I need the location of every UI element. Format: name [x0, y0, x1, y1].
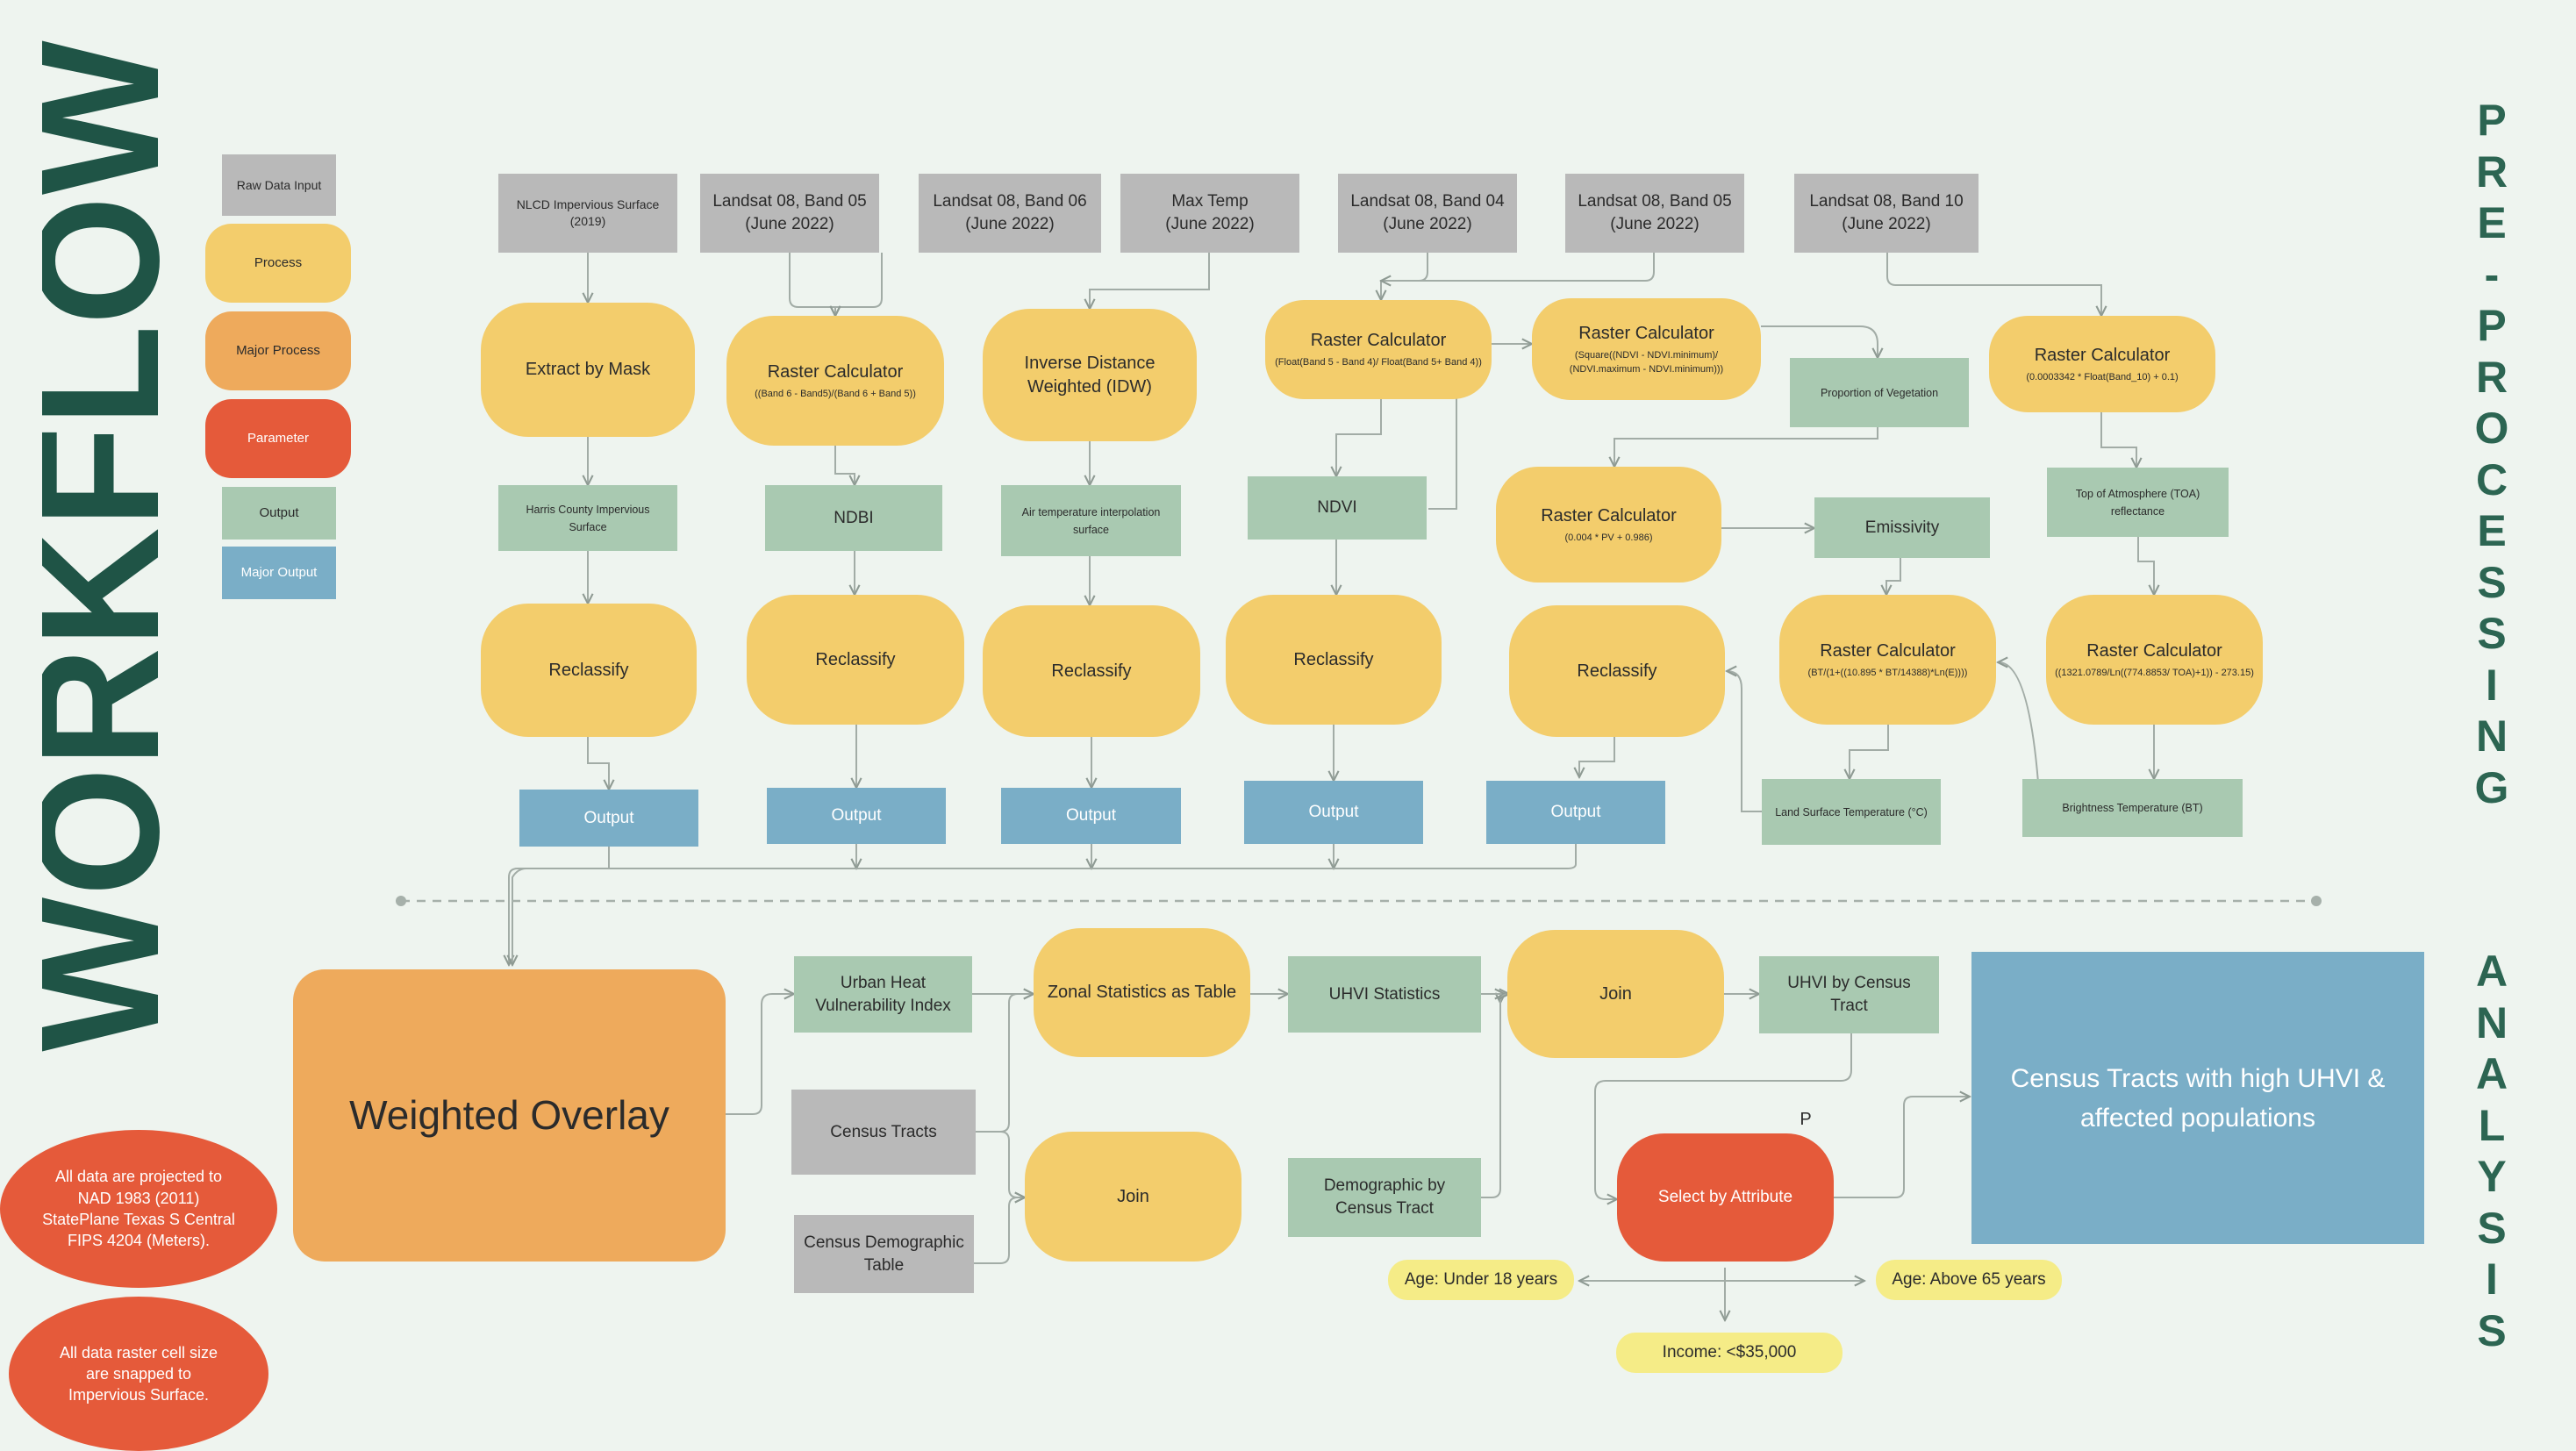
major-output-1: Output — [519, 790, 698, 847]
final-output-census-tracts: Census Tracts with high UHVI & affected … — [1971, 952, 2424, 1244]
parameter-p-label: P — [1800, 1109, 1812, 1129]
note-projection: All data are projected to NAD 1983 (2011… — [0, 1130, 277, 1288]
analysis-letter: S — [2477, 1203, 2507, 1253]
output-brightness-temp: Brightness Temperature (BT) — [2022, 779, 2243, 837]
input-band06: Landsat 08, Band 06(June 2022) — [919, 174, 1101, 253]
analysis-letter: A — [2475, 947, 2508, 996]
process-idw: Inverse Distance Weighted (IDW) — [983, 309, 1197, 441]
parameter-age-under-18: Age: Under 18 years — [1388, 1260, 1574, 1300]
major-output-2: Output — [767, 788, 946, 844]
analysis-letter: I — [2486, 1254, 2498, 1304]
preprocessing-letter: C — [2475, 454, 2508, 504]
process-extract-by-mask: Extract by Mask — [481, 303, 695, 437]
analysis-letter: Y — [2477, 1152, 2507, 1201]
note-snap: All data raster cell size are snapped to… — [9, 1297, 268, 1451]
process-raster-calc-toa: Raster Calculator(0.0003342 * Float(Band… — [1989, 316, 2215, 412]
preprocessing-letter: E — [2477, 506, 2507, 555]
process-raster-calc-lst: Raster Calculator(BT/(1+((10.895 * BT/14… — [1779, 595, 1996, 725]
preprocessing-letter: G — [2474, 762, 2509, 812]
legend-raw: Raw Data Input — [222, 154, 336, 216]
preprocessing-letter: E — [2477, 198, 2507, 247]
preprocessing-letter: P — [2477, 96, 2507, 145]
process-select-by-attribute: Select by Attribute — [1617, 1133, 1834, 1262]
process-raster-calc-ndbi: Raster Calculator((Band 6 - Band5)/(Band… — [726, 316, 944, 446]
output-air-temp-surface: Air temperature interpolation surface — [1001, 485, 1181, 556]
legend-parameter: Parameter — [205, 399, 351, 478]
process-raster-calc-bt: Raster Calculator((1321.0789/Ln((774.885… — [2046, 595, 2263, 725]
major-output-4: Output — [1244, 781, 1423, 844]
output-toa-reflectance: Top of Atmosphere (TOA) reflectance — [2047, 468, 2229, 537]
input-band05-a: Landsat 08, Band 05(June 2022) — [700, 174, 879, 253]
output-ndvi: NDVI — [1248, 476, 1427, 540]
preprocessing-letter: N — [2475, 711, 2508, 761]
output-uhvi-statistics: UHVI Statistics — [1288, 956, 1481, 1033]
process-raster-calc-emissivity: Raster Calculator(0.004 * PV + 0.986) — [1496, 467, 1721, 583]
output-ndbi: NDBI — [765, 485, 942, 551]
analysis-letter: S — [2477, 1305, 2507, 1355]
output-land-surface-temp: Land Surface Temperature (°C) — [1762, 779, 1941, 845]
analysis-letter: A — [2475, 1049, 2508, 1098]
legend-major-process: Major Process — [205, 311, 351, 390]
workflow-title-text: WORKFLOW — [42, 39, 174, 1053]
process-raster-calc-ndvi: Raster Calculator(Float(Band 5 - Band 4)… — [1265, 300, 1492, 399]
process-weighted-overlay: Weighted Overlay — [293, 969, 726, 1262]
input-nlcd: NLCD Impervious Surface(2019) — [498, 174, 677, 253]
input-max-temp: Max Temp(June 2022) — [1120, 174, 1299, 253]
preprocessing-letter: I — [2486, 660, 2498, 710]
input-census-demographic-table: Census Demographic Table — [794, 1215, 974, 1293]
parameter-income: Income: <$35,000 — [1616, 1333, 1843, 1373]
parameter-age-above-65: Age: Above 65 years — [1876, 1260, 2062, 1300]
preprocessing-letter: P — [2477, 301, 2507, 350]
preprocessing-letter: - — [2484, 249, 2500, 299]
process-reclassify-2: Reclassify — [747, 595, 964, 725]
legend-output: Output — [222, 487, 336, 540]
major-output-3: Output — [1001, 788, 1181, 844]
legend-major-output: Major Output — [222, 547, 336, 599]
process-reclassify-4: Reclassify — [1226, 595, 1442, 725]
process-reclassify-5: Reclassify — [1509, 605, 1725, 737]
output-demographic-tract: Demographic by Census Tract — [1288, 1158, 1481, 1237]
process-reclassify-3: Reclassify — [983, 605, 1200, 737]
input-band04: Landsat 08, Band 04(June 2022) — [1338, 174, 1517, 253]
analysis-letter: N — [2475, 997, 2508, 1047]
analysis-letter: L — [2478, 1100, 2506, 1150]
input-band10: Landsat 08, Band 10(June 2022) — [1794, 174, 1979, 253]
process-reclassify-1: Reclassify — [481, 604, 697, 737]
input-census-tracts: Census Tracts — [791, 1090, 976, 1175]
preprocessing-letter: R — [2475, 352, 2508, 402]
preprocessing-letter: S — [2477, 557, 2507, 607]
output-uhvi: Urban Heat Vulnerability Index — [794, 956, 972, 1033]
process-join-uhvi: Join — [1507, 930, 1724, 1058]
process-raster-calc-pv: Raster Calculator(Square((NDVI - NDVI.mi… — [1532, 298, 1761, 400]
major-output-5: Output — [1486, 781, 1665, 844]
input-band05-b: Landsat 08, Band 05(June 2022) — [1565, 174, 1744, 253]
output-harris-impervious: Harris County Impervious Surface — [498, 485, 677, 551]
preprocessing-letter: R — [2475, 147, 2508, 197]
process-zonal-statistics: Zonal Statistics as Table — [1034, 928, 1250, 1057]
process-join-demographic: Join — [1025, 1132, 1241, 1262]
workflow-title: WORKFLOW — [42, 39, 174, 1053]
preprocessing-letter: S — [2477, 609, 2507, 658]
output-emissivity: Emissivity — [1814, 497, 1990, 558]
output-uhvi-by-tract: UHVI by Census Tract — [1759, 956, 1939, 1033]
output-proportion-vegetation: Proportion of Vegetation — [1790, 358, 1969, 427]
legend-process: Process — [205, 224, 351, 303]
preprocessing-letter: O — [2474, 404, 2509, 453]
